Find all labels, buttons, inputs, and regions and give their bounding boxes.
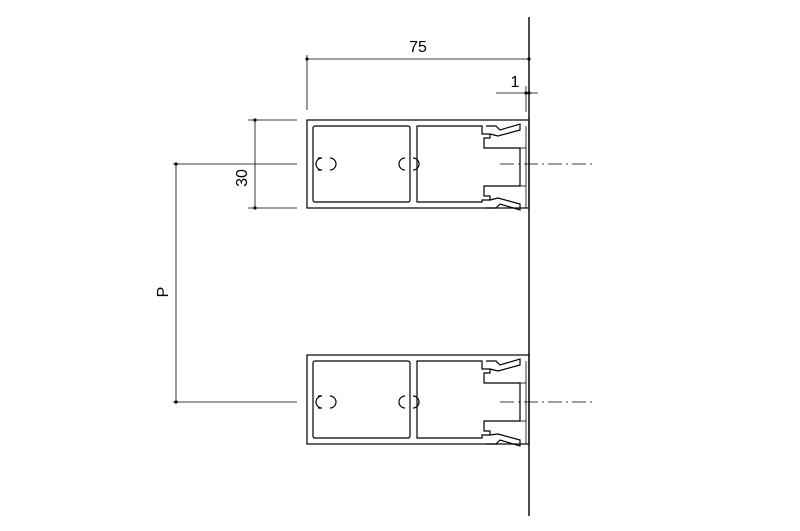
dimension-width: 75 — [305, 39, 531, 110]
width-dimension-label: 75 — [409, 39, 427, 56]
top-profile — [306, 119, 594, 211]
dimension-pitch: P — [155, 162, 297, 404]
dimension-gap: 1 — [496, 74, 538, 112]
gap-dimension-label: 1 — [511, 74, 520, 91]
pitch-dimension-label: P — [155, 287, 172, 298]
bottom-profile — [306, 354, 594, 447]
height-dimension-label: 30 — [234, 169, 251, 187]
